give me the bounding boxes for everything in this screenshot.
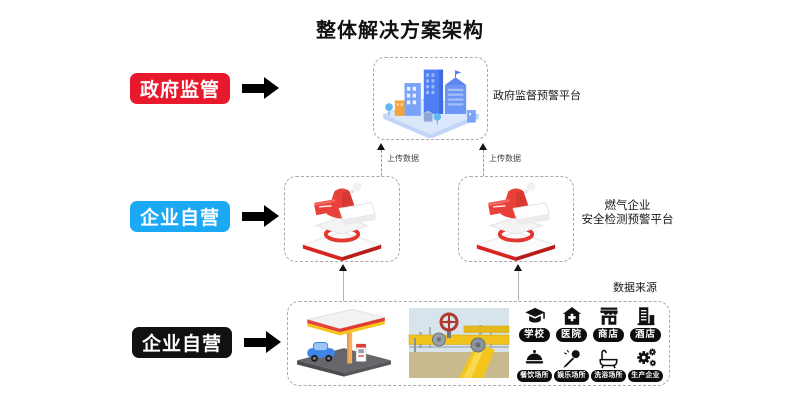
gov-platform-label: 政府监督预警平台 bbox=[493, 90, 581, 102]
right-arrow-icon bbox=[242, 205, 279, 227]
data-source-label: 酒店 bbox=[629, 328, 661, 343]
data-source-title: 数据来源 bbox=[613, 282, 657, 294]
gas-platform-label: 燃气企业 安全检测预警平台 bbox=[575, 199, 680, 227]
connector-line bbox=[381, 150, 382, 176]
microphone-icon bbox=[563, 350, 580, 369]
pipeline-photo bbox=[408, 308, 510, 378]
data-source-label: 学校 bbox=[518, 328, 550, 343]
data-source-label: 洗浴场所 bbox=[591, 370, 626, 382]
connector-line bbox=[483, 150, 484, 176]
gas-enterprise-platform-box-2 bbox=[458, 176, 574, 262]
data-source-label: 商店 bbox=[592, 328, 624, 343]
up-arrowhead-icon bbox=[479, 143, 487, 150]
food-cloche-icon bbox=[525, 350, 544, 364]
gas-factory-illustration bbox=[475, 182, 557, 261]
gas-enterprise-platform-box-1 bbox=[284, 176, 400, 262]
data-source-label: 餐饮场所 bbox=[517, 370, 552, 382]
graduation-cap-icon bbox=[524, 307, 545, 323]
page-title: 整体解决方案架构 bbox=[316, 20, 484, 42]
data-source-item-dining: 餐饮场所 bbox=[516, 345, 553, 382]
storefront-icon bbox=[599, 307, 618, 325]
data-source-grid: 学校 医院 商店 bbox=[516, 303, 668, 385]
data-source-item-hospital: 医院 bbox=[553, 303, 590, 343]
gas-station-illustration bbox=[297, 308, 391, 377]
data-source-item-bathing: 洗浴场所 bbox=[590, 345, 627, 382]
data-source-item-entertainment: 娱乐场所 bbox=[553, 345, 590, 382]
data-source-item-school: 学校 bbox=[516, 303, 553, 343]
hospital-icon bbox=[562, 307, 581, 325]
bathtub-icon bbox=[599, 350, 618, 369]
gas-platform-label-line1: 燃气企业 bbox=[604, 200, 651, 212]
connector-line bbox=[343, 271, 344, 301]
data-source-item-shop: 商店 bbox=[590, 303, 627, 343]
data-source-item-hotel: 酒店 bbox=[627, 303, 664, 343]
data-source-label: 医院 bbox=[555, 328, 587, 343]
up-arrowhead-icon bbox=[339, 264, 347, 271]
up-arrowhead-icon bbox=[377, 143, 385, 150]
right-arrow-icon bbox=[244, 331, 281, 353]
data-source-item-producer: 生产企业 bbox=[627, 345, 664, 382]
gas-factory-illustration bbox=[301, 182, 383, 261]
hotel-building-icon bbox=[637, 307, 654, 326]
right-arrow-icon bbox=[242, 77, 279, 99]
gas-platform-label-line2: 安全检测预警平台 bbox=[581, 214, 674, 226]
gov-platform-box bbox=[373, 57, 488, 140]
data-source-label: 生产企业 bbox=[628, 370, 663, 382]
enterprise-self-run-chip-bottom: 企业自营 bbox=[132, 327, 232, 358]
up-arrowhead-icon bbox=[514, 264, 522, 271]
gears-icon bbox=[636, 348, 656, 367]
upload-data-label: 上传数据 bbox=[387, 154, 419, 163]
enterprise-self-run-chip-mid: 企业自营 bbox=[130, 201, 230, 232]
data-source-label: 娱乐场所 bbox=[554, 370, 589, 382]
upload-data-label: 上传数据 bbox=[489, 154, 521, 163]
connector-line bbox=[518, 271, 519, 301]
gov-supervision-chip: 政府监管 bbox=[130, 73, 230, 104]
city-buildings-illustration bbox=[381, 69, 480, 138]
